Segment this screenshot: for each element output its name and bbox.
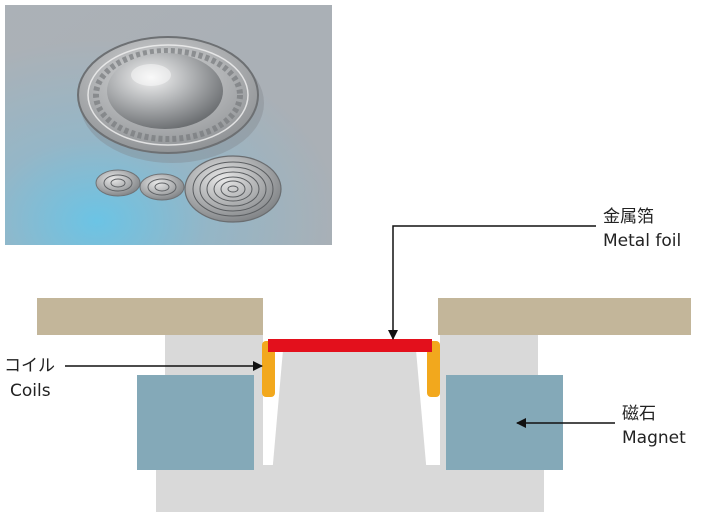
magnet-label-jp: 磁石 [622,404,656,424]
center-pole [272,350,427,475]
coils-label-en: Coils [10,381,51,401]
coil-right [427,341,440,397]
corrugated-disc [184,155,282,223]
coils-label-jp: コイル [4,356,55,376]
coil-left [262,341,275,397]
foil-leader-line [388,225,596,340]
metal-foil-label-en: Metal foil [603,231,681,251]
metal-foil-label-jp: 金属箔 [603,207,654,227]
magnet-left [137,375,254,470]
top-plate-left [37,298,263,335]
top-plate-right [438,298,691,335]
small-disc-1 [95,169,141,197]
large-diaphragm [77,36,264,163]
metal-foil [268,339,432,352]
magnet-label-en: Magnet [622,428,686,448]
small-disc-2 [139,173,185,201]
diaphragm-photo [5,5,332,245]
